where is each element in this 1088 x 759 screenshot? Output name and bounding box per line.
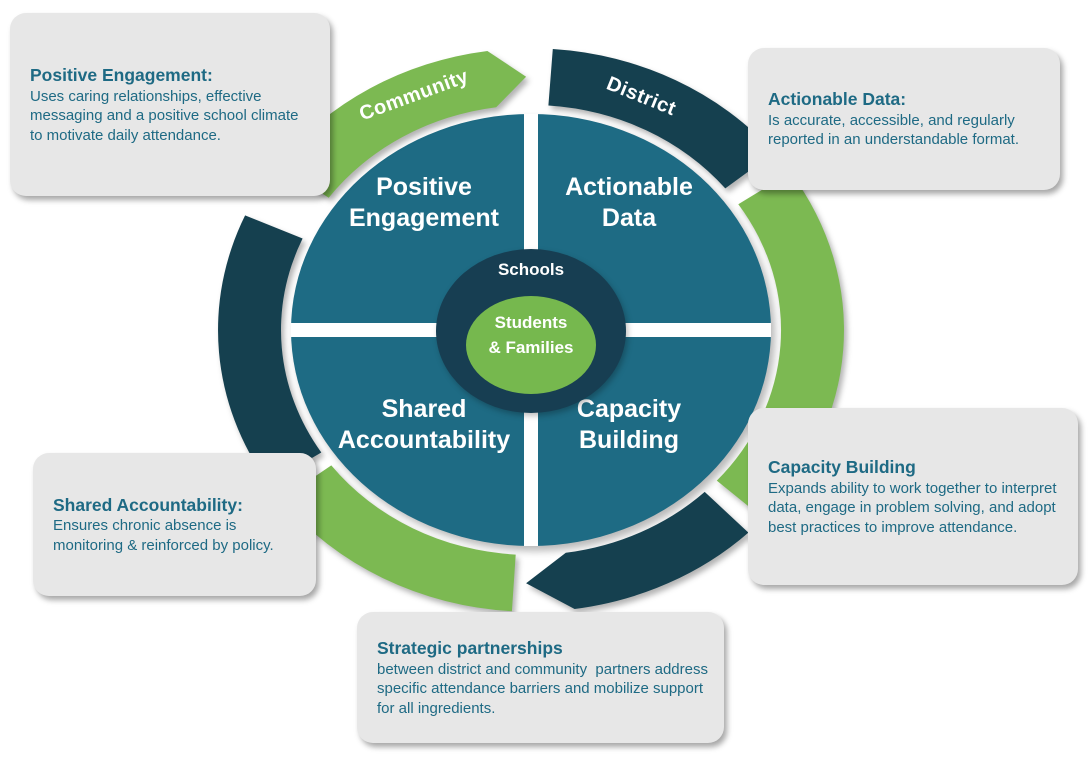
callout-body: Is accurate, accessible, and regularly r… bbox=[768, 111, 1019, 149]
quadrant-label-shared-accountability: Shared Accountability bbox=[338, 395, 510, 454]
callout-title: Shared Accountability: bbox=[53, 494, 243, 515]
quadrant-label-actionable-data: Actionable Data bbox=[565, 173, 693, 232]
callout-shared-accountability: Shared Accountability: Ensures chronic a… bbox=[33, 453, 316, 596]
ring-segment-district bbox=[548, 49, 775, 189]
outer-ring bbox=[218, 49, 844, 612]
callout-body: between district and community partners … bbox=[377, 660, 713, 717]
students-label-line1: Students bbox=[495, 313, 568, 332]
quadrant-label-line: Capacity bbox=[577, 395, 681, 423]
ring-segment-left bbox=[218, 215, 322, 484]
diagram-center: Schools Students & Families bbox=[436, 249, 626, 413]
students-families-ellipse bbox=[466, 296, 596, 394]
quadrant-label-positive-engagement: Positive Engagement bbox=[349, 173, 500, 232]
callout-actionable-data: Actionable Data: Is accurate, accessible… bbox=[748, 48, 1060, 190]
callout-body: Ensures chronic absence is monitoring & … bbox=[53, 517, 274, 554]
callout-strategic-partnerships: Strategic partnerships between district … bbox=[357, 612, 724, 743]
quadrant-label-capacity-building: Capacity Building bbox=[577, 395, 681, 454]
schools-label: Schools bbox=[498, 260, 564, 279]
callout-title: Capacity Building bbox=[768, 456, 916, 477]
quadrant-label-line: Data bbox=[602, 204, 657, 232]
callout-title: Strategic partnerships bbox=[377, 637, 563, 658]
ring-segment-bottom-left bbox=[281, 465, 516, 612]
callout-body: Expands ability to work together to inte… bbox=[768, 479, 1065, 536]
quadrant-label-line: Actionable bbox=[565, 173, 693, 201]
ring-segment-bottom-right bbox=[526, 491, 749, 609]
quadrant-label-line: Accountability bbox=[338, 426, 510, 454]
callout-body: Uses caring relationships, effective mes… bbox=[30, 87, 303, 144]
quadrant-label-line: Building bbox=[579, 426, 679, 454]
callout-title: Positive Engagement: bbox=[30, 64, 213, 85]
callout-capacity-building: Capacity Building Expands ability to wor… bbox=[748, 408, 1078, 585]
ring-segment-community bbox=[277, 51, 527, 198]
students-label-line2: & Families bbox=[488, 338, 573, 357]
callout-positive-engagement: Positive Engagement: Uses caring relatio… bbox=[10, 13, 330, 196]
quadrant-label-line: Positive bbox=[376, 173, 472, 201]
quadrant-label-line: Shared bbox=[382, 395, 467, 423]
quadrant-label-line: Engagement bbox=[349, 204, 500, 232]
callout-title: Actionable Data: bbox=[768, 89, 907, 110]
